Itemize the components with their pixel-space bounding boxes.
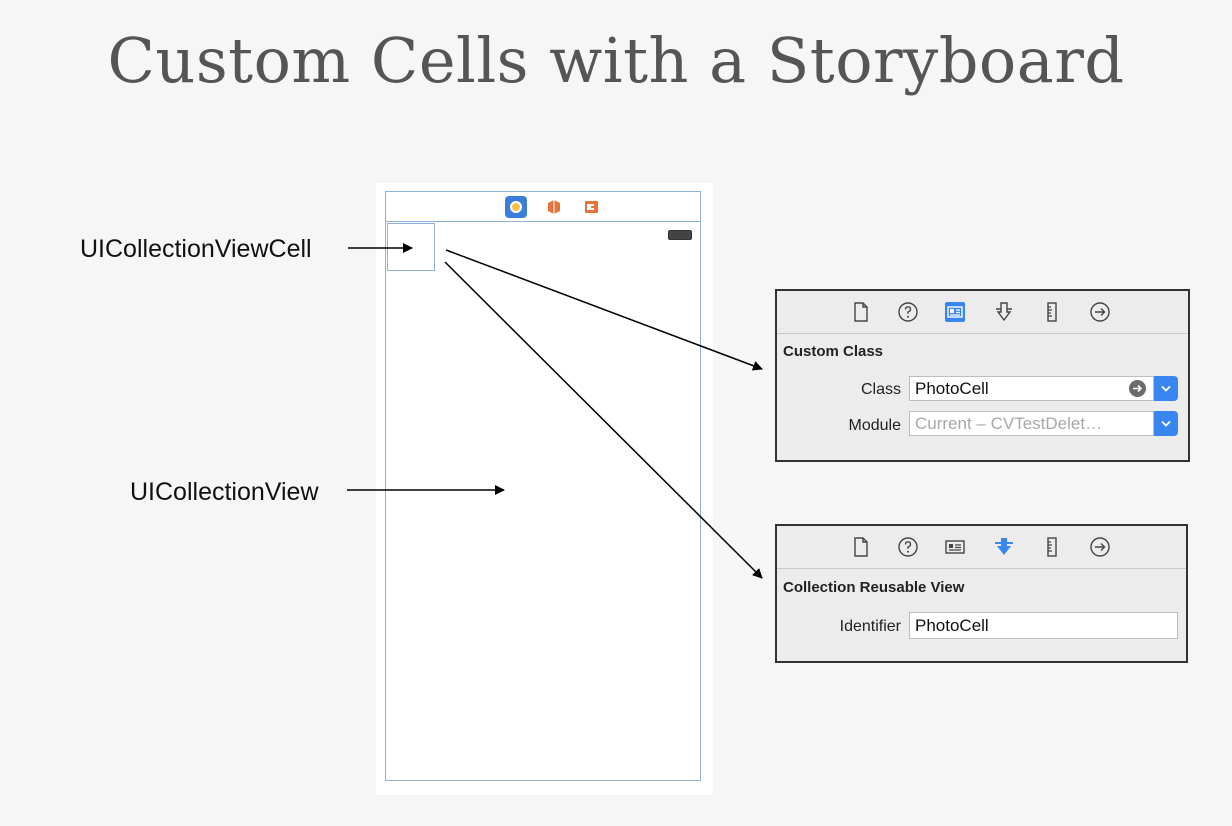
connections-inspector-icon[interactable] [1088, 535, 1112, 559]
storyboard-scene[interactable] [385, 191, 701, 781]
exit-icon[interactable] [581, 196, 603, 218]
identifier-field[interactable]: PhotoCell [909, 612, 1178, 639]
quick-help-icon[interactable] [896, 535, 920, 559]
identity-inspector-icon[interactable] [943, 300, 967, 324]
attributes-inspector-panel: Collection Reusable View Identifier Phot… [775, 524, 1188, 663]
identifier-label: Identifier [839, 618, 901, 635]
module-field[interactable]: Current – CVTestDelet… [909, 411, 1154, 436]
chevron-down-icon [1161, 385, 1171, 392]
chevron-down-icon [1161, 420, 1171, 427]
collection-view-cell[interactable] [387, 223, 435, 271]
attributes-inspector-icon[interactable] [992, 535, 1016, 559]
file-inspector-icon[interactable] [849, 300, 873, 324]
size-inspector-icon[interactable] [1040, 535, 1064, 559]
class-dropdown-button[interactable] [1154, 376, 1178, 401]
scene-dock [386, 192, 700, 222]
slide-title: Custom Cells with a Storyboard [107, 24, 1125, 97]
view-controller-icon[interactable] [505, 196, 527, 218]
cell-to-class-arrow [445, 249, 763, 371]
battery-icon [668, 230, 692, 240]
inspector-tab-bar [777, 526, 1186, 569]
collection-view-cell-callout: UICollectionViewCell [80, 235, 312, 263]
first-responder-icon[interactable] [543, 196, 565, 218]
section-title: Collection Reusable View [783, 579, 965, 596]
attributes-inspector-icon[interactable] [992, 300, 1016, 324]
go-to-class-icon[interactable] [1129, 380, 1146, 397]
module-dropdown-button[interactable] [1154, 411, 1178, 436]
identity-inspector-panel: Custom Class Class PhotoCell Module Curr… [775, 289, 1190, 462]
cell-to-identifier-arrow [444, 261, 763, 579]
connections-inspector-icon[interactable] [1088, 300, 1112, 324]
class-field[interactable]: PhotoCell [909, 376, 1154, 401]
module-label: Module [848, 417, 901, 434]
identity-inspector-icon[interactable] [943, 535, 967, 559]
quick-help-icon[interactable] [896, 300, 920, 324]
file-inspector-icon[interactable] [849, 535, 873, 559]
size-inspector-icon[interactable] [1040, 300, 1064, 324]
class-label: Class [860, 381, 901, 398]
section-title: Custom Class [783, 343, 884, 360]
inspector-tab-bar [777, 291, 1188, 334]
collection-view-callout: UICollectionView [130, 478, 319, 506]
